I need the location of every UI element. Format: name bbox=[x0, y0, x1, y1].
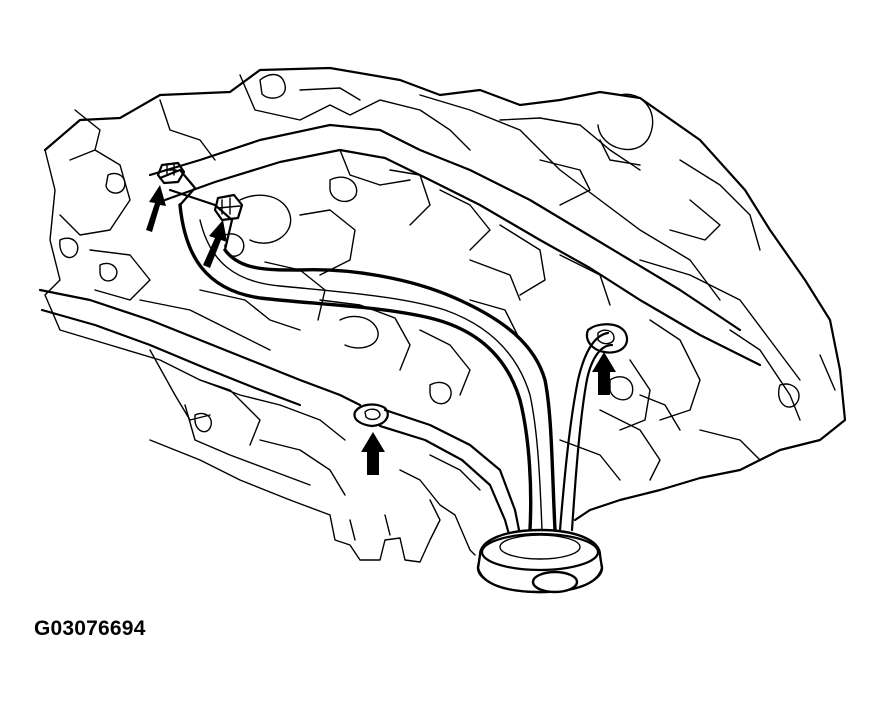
bolt-arrow-center bbox=[361, 432, 385, 475]
strainer-right-stay bbox=[558, 323, 629, 532]
bolt-arrow-upper-left-2 bbox=[203, 220, 227, 268]
bolt-arrow-upper-left-1 bbox=[146, 185, 166, 232]
figure-id-label: G03076694 bbox=[34, 617, 146, 640]
engine-block-linework bbox=[38, 66, 847, 563]
oil-strainer-pipe bbox=[158, 168, 557, 532]
strainer-cup bbox=[476, 528, 604, 594]
bolt-upper-left-1 bbox=[156, 161, 186, 185]
strainer-center-stay bbox=[353, 403, 522, 540]
bolt-upper-left-2 bbox=[213, 193, 244, 222]
bolt-arrow-right bbox=[592, 352, 616, 395]
